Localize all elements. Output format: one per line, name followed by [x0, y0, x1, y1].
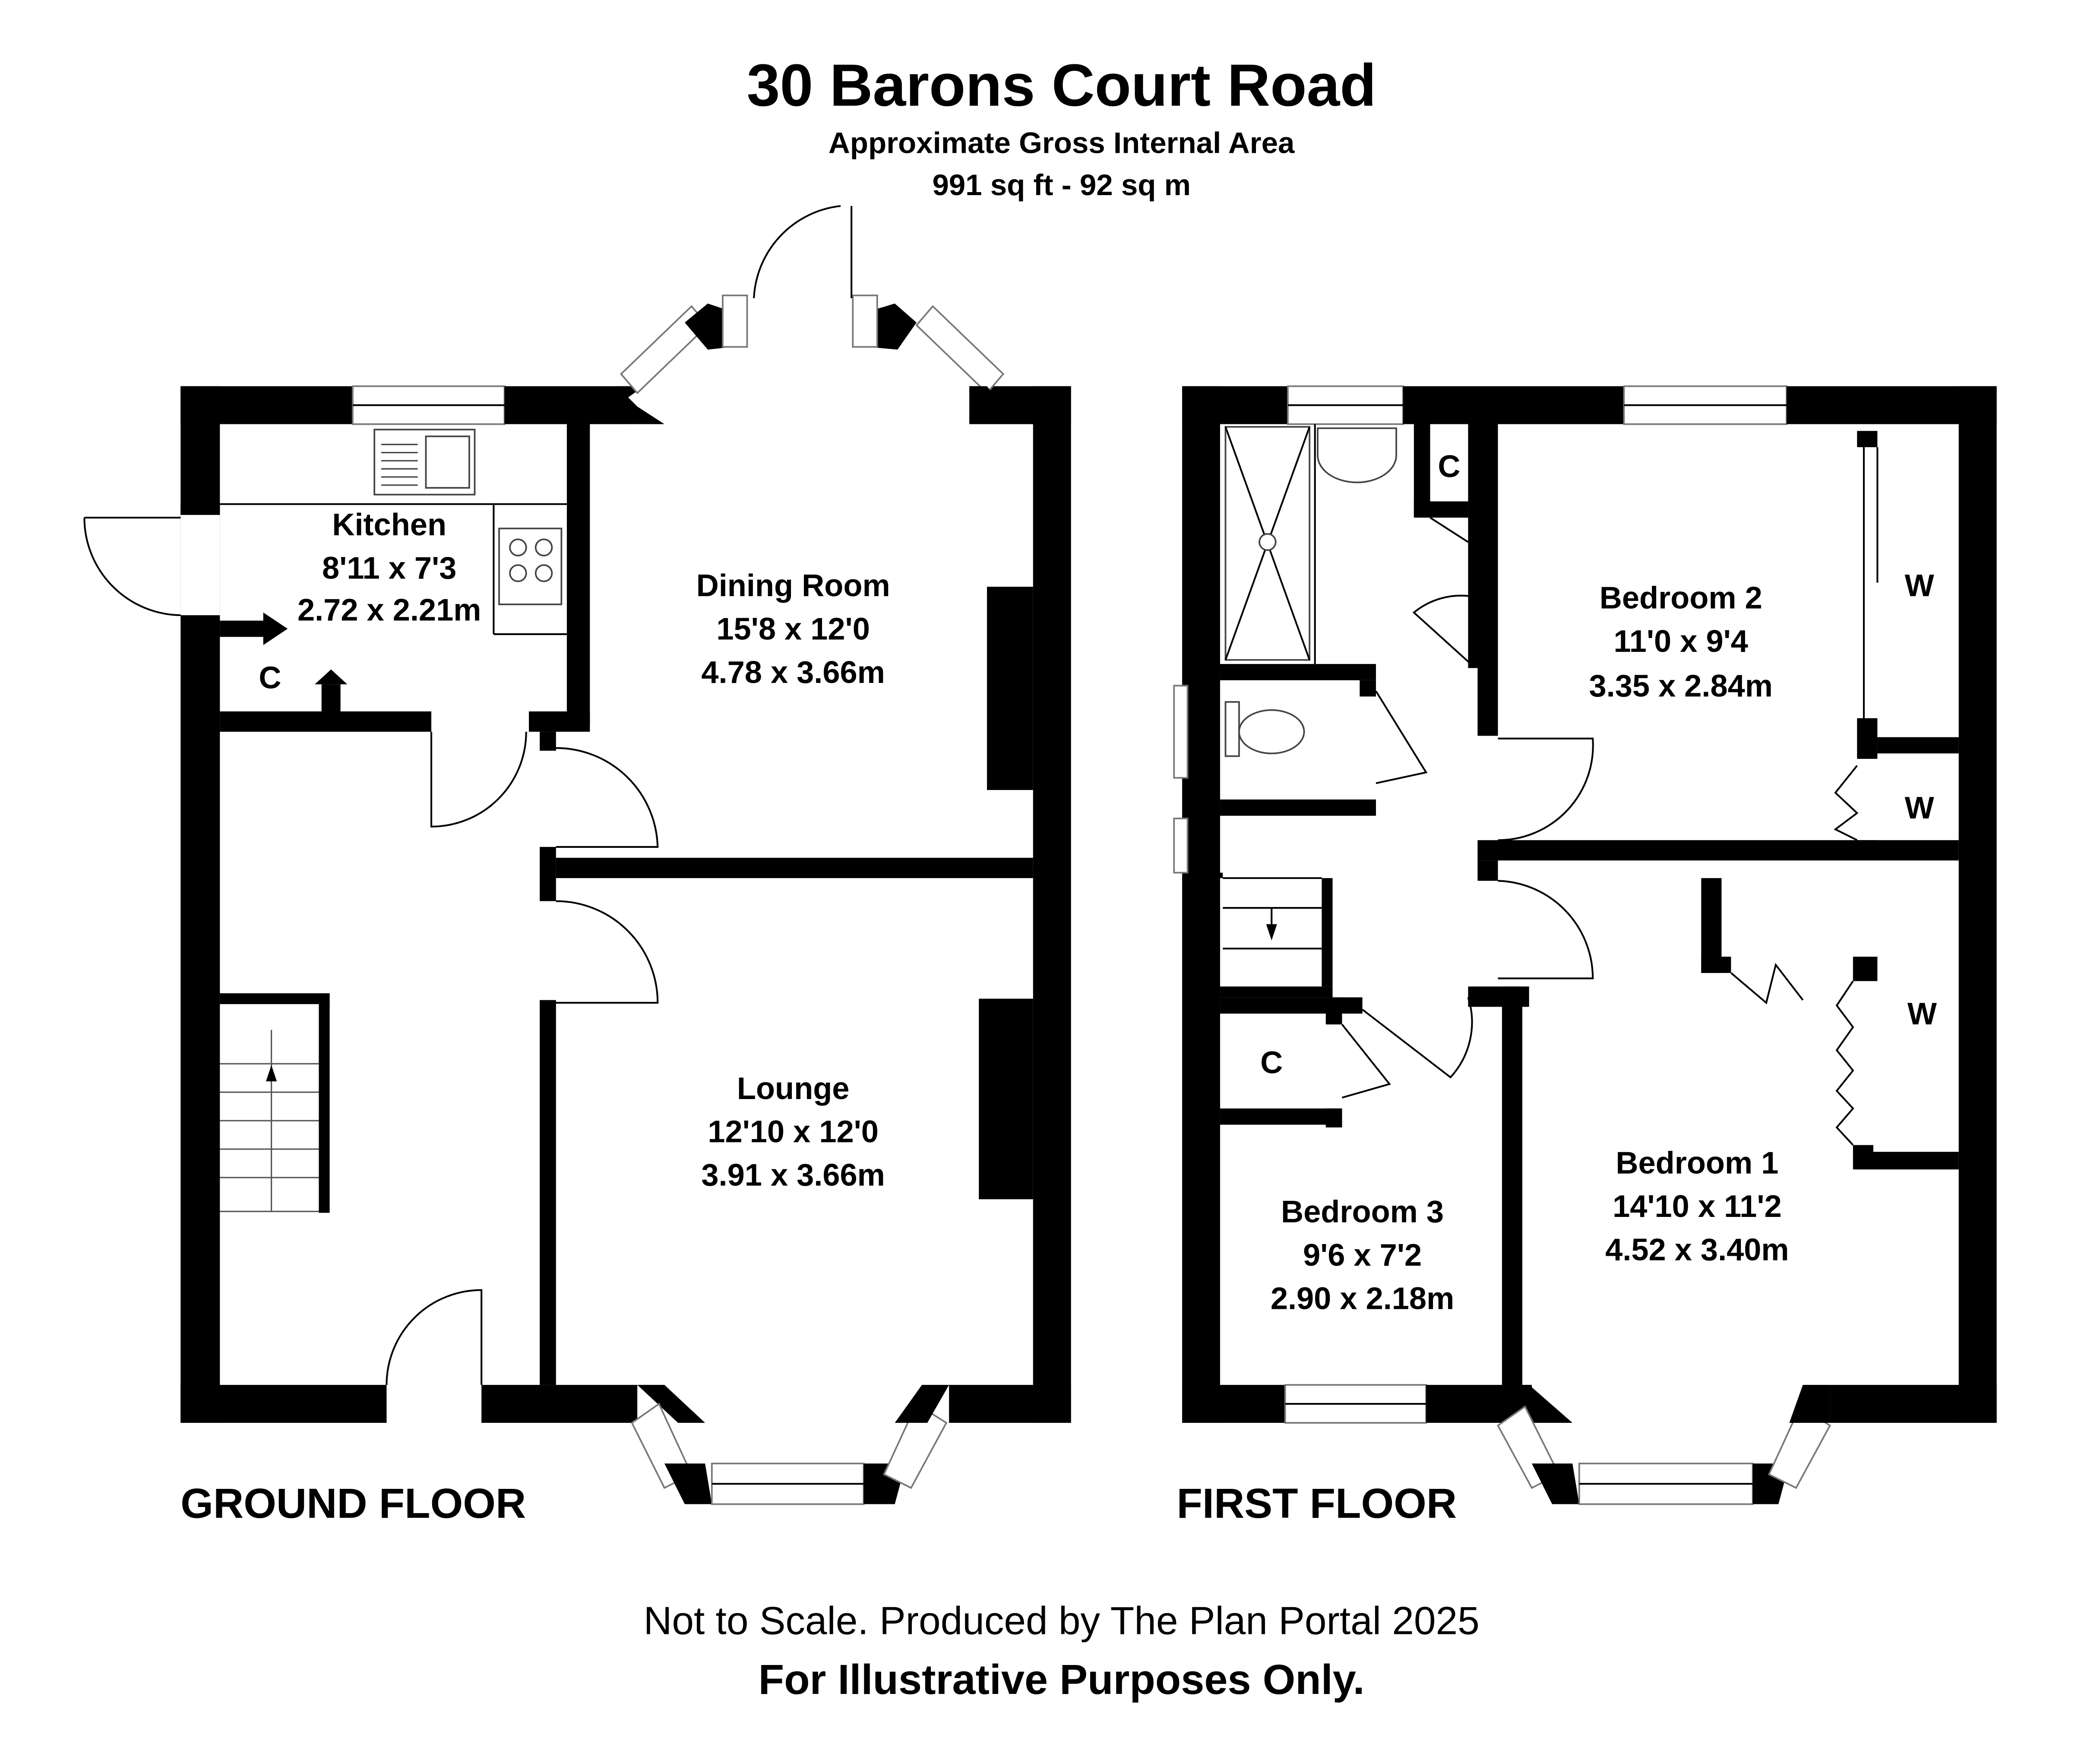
svg-text:12'10 x 12'0: 12'10 x 12'0 [708, 1115, 879, 1149]
first-floor-stairs [1220, 872, 1333, 998]
svg-text:Bedroom 1: Bedroom 1 [1616, 1146, 1778, 1180]
svg-text:Dining Room: Dining Room [696, 569, 890, 603]
cupboard-label: C [1260, 1046, 1283, 1080]
plan-area: 991 sq ft - 92 sq m [932, 168, 1191, 202]
wardrobe-label: W [1905, 791, 1935, 825]
svg-text:8'11 x 7'3: 8'11 x 7'3 [322, 551, 456, 585]
first-floor: C W W [1173, 385, 1997, 1527]
ground-floor: Kitchen 8'11 x 7'3 2.72 x 2.21m C Dining… [83, 205, 1071, 1527]
svg-text:3.91 x 3.66m: 3.91 x 3.66m [701, 1158, 885, 1193]
lounge-bay-window-right [882, 1403, 948, 1489]
wc-cistern [1224, 701, 1240, 757]
kitchen-hob [498, 528, 563, 605]
front-door-swing [386, 1289, 483, 1385]
cupboard-label: C [1438, 449, 1460, 484]
ground-stairs [220, 993, 330, 1213]
svg-text:Bedroom 3: Bedroom 3 [1281, 1194, 1444, 1229]
svg-text:14'10 x 11'2: 14'10 x 11'2 [1613, 1189, 1782, 1224]
plan-subtitle: Approximate Gross Internal Area [829, 126, 1295, 160]
svg-text:Lounge: Lounge [737, 1071, 850, 1106]
svg-text:15'8 x 12'0: 15'8 x 12'0 [716, 612, 870, 647]
svg-text:9'6 x 7'2: 9'6 x 7'2 [1303, 1238, 1422, 1273]
svg-text:4.78 x 3.66m: 4.78 x 3.66m [701, 655, 885, 690]
basin [1317, 427, 1397, 483]
wardrobe-label: W [1907, 997, 1937, 1031]
svg-text:2.72 x 2.21m: 2.72 x 2.21m [297, 593, 481, 628]
room-bedroom-2: Bedroom 2 11'0 x 9'4 3.35 x 2.84m [1589, 581, 1773, 703]
footer-disclaimer: For Illustrative Purposes Only. [759, 1656, 1365, 1703]
dining-door-swing [753, 205, 841, 298]
svg-text:3.35 x 2.84m: 3.35 x 2.84m [1589, 669, 1773, 703]
dining-bay-window-right [915, 305, 1005, 395]
svg-text:Bedroom 2: Bedroom 2 [1600, 581, 1762, 615]
cupboard-label: C [259, 661, 281, 695]
room-bedroom-1: Bedroom 1 14'10 x 11'2 4.52 x 3.40m [1605, 1146, 1789, 1267]
footer-credit: Not to Scale. Produced by The Plan Porta… [644, 1599, 1480, 1643]
wc-toilet [1238, 709, 1305, 755]
wardrobe-label: W [1905, 569, 1935, 603]
first-floor-label: FIRST FLOOR [1177, 1480, 1457, 1527]
room-bedroom-3: Bedroom 3 9'6 x 7'2 2.90 x 2.18m [1271, 1194, 1454, 1316]
plan-title: 30 Barons Court Road [747, 52, 1376, 119]
svg-text:11'0 x 9'4: 11'0 x 9'4 [1614, 624, 1748, 659]
room-lounge: Lounge 12'10 x 12'0 3.91 x 3.66m [701, 1071, 885, 1193]
ground-floor-label: GROUND FLOOR [180, 1480, 526, 1527]
room-kitchen: Kitchen 8'11 x 7'3 2.72 x 2.21m [297, 508, 481, 628]
svg-text:Kitchen: Kitchen [332, 508, 446, 542]
svg-text:4.52 x 3.40m: 4.52 x 3.40m [1605, 1232, 1789, 1267]
room-dining-room: Dining Room 15'8 x 12'0 4.78 x 3.66m [696, 569, 890, 690]
svg-text:2.90 x 2.18m: 2.90 x 2.18m [1271, 1281, 1454, 1316]
